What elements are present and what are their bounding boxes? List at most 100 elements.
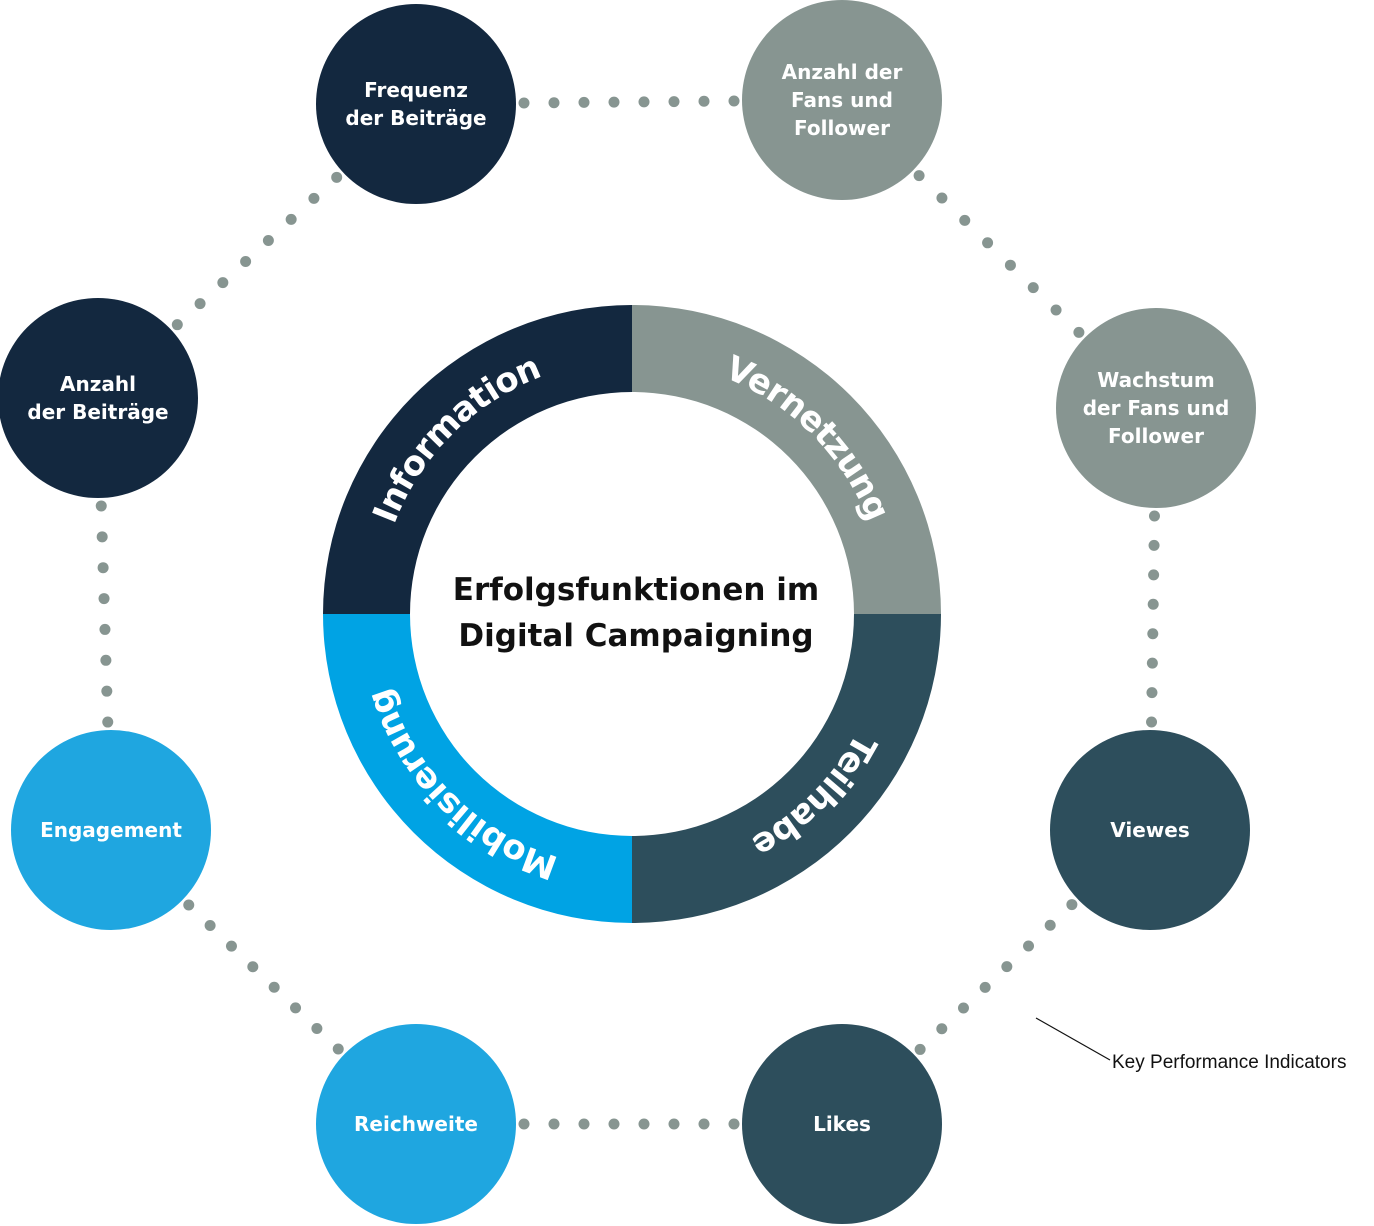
kpi-dotted-orbit	[95, 95, 1160, 1130]
orbit-dot	[668, 96, 680, 108]
orbit-dot	[240, 256, 252, 268]
kpi-label: Follower	[794, 116, 890, 140]
orbit-dot	[183, 899, 195, 911]
orbit-dot	[99, 623, 111, 635]
orbit-dot	[285, 213, 297, 225]
kpi-label: Wachstum	[1097, 368, 1214, 392]
orbit-dot	[1023, 940, 1035, 952]
orbit-dot	[268, 981, 280, 993]
orbit-dot	[518, 97, 530, 109]
ring-segment-teilhabe	[632, 614, 941, 923]
orbit-dot	[1148, 510, 1160, 522]
kpi-label: der Fans und	[1083, 396, 1230, 420]
annotation-leader-line	[1035, 1017, 1111, 1061]
ring-segment-information	[323, 305, 632, 614]
orbit-dot	[100, 654, 112, 666]
annotation-label: Key Performance Indicators	[1112, 1052, 1346, 1073]
orbit-dot	[982, 237, 994, 249]
orbit-dot	[548, 97, 560, 109]
orbit-dot	[98, 593, 110, 605]
orbit-dot	[518, 1118, 530, 1130]
orbit-dot	[96, 531, 108, 543]
orbit-dot	[217, 277, 229, 289]
orbit-dot	[957, 1002, 969, 1014]
orbit-dot	[1066, 899, 1078, 911]
kpi-label: der Beiträge	[27, 400, 168, 424]
orbit-dot	[102, 716, 114, 728]
orbit-dot	[1050, 304, 1062, 316]
orbit-dot	[95, 500, 107, 512]
orbit-dot	[332, 1043, 344, 1055]
kpi-label: Fans und	[791, 88, 893, 112]
orbit-dot	[1148, 539, 1160, 551]
orbit-dot	[728, 95, 740, 107]
kpi-node: Anzahl der Beiträge	[0, 298, 198, 498]
orbit-dot	[578, 96, 590, 108]
orbit-dot	[608, 96, 620, 108]
kpi-circle	[1056, 308, 1256, 508]
kpi-label: Follower	[1108, 424, 1204, 448]
center-title-line-2: Digital Campaigning	[458, 618, 813, 654]
orbit-dot	[728, 1118, 740, 1130]
kpi-node: Reichweite	[316, 1024, 516, 1224]
kpi-circle	[11, 730, 211, 930]
orbit-dot	[1146, 716, 1158, 728]
kpi-label: Anzahl	[60, 372, 136, 396]
orbit-dot	[638, 1118, 650, 1130]
center-title-line-1: Erfolgsfunktionen im	[453, 572, 819, 608]
ring-segment-mobilisierung	[323, 614, 632, 923]
orbit-dot	[308, 192, 320, 204]
orbit-dot	[1146, 687, 1158, 699]
orbit-dot	[194, 298, 206, 310]
kpi-label: der Beiträge	[345, 106, 486, 130]
kpi-label: Frequenz	[364, 78, 468, 102]
kpi-node: Engagement	[11, 730, 211, 930]
kpi-label: Likes	[813, 1112, 871, 1136]
kpi-node: Viewes	[1050, 730, 1250, 930]
orbit-dot	[311, 1022, 323, 1034]
orbit-dot	[331, 171, 343, 183]
kpi-label: Viewes	[1110, 818, 1190, 842]
orbit-dot	[1146, 657, 1158, 669]
orbit-dot	[1044, 919, 1056, 931]
orbit-dot	[1073, 326, 1085, 338]
orbit-dot	[608, 1118, 620, 1130]
orbit-dot	[204, 920, 216, 932]
orbit-dot	[668, 1118, 680, 1130]
kpi-circle	[742, 0, 942, 200]
orbit-dot	[638, 96, 650, 108]
orbit-dot	[959, 214, 971, 226]
orbit-dot	[1148, 569, 1160, 581]
orbit-dot	[101, 685, 113, 697]
kpi-label: Engagement	[40, 818, 182, 842]
orbit-dot	[97, 562, 109, 574]
kpi-circle	[0, 298, 198, 498]
orbit-dot	[936, 192, 948, 204]
kpi-circle	[1050, 730, 1250, 930]
orbit-dot	[914, 1043, 926, 1055]
orbit-dot	[262, 234, 274, 246]
orbit-dot	[290, 1002, 302, 1014]
orbit-dot	[247, 961, 259, 973]
orbit-dot	[225, 940, 237, 952]
kpi-node: Likes	[742, 1024, 942, 1224]
orbit-dot	[171, 319, 183, 331]
kpi-node: Frequenz der Beiträge	[316, 4, 516, 204]
ring-segment-vernetzung	[632, 305, 941, 614]
orbit-dot	[1004, 259, 1016, 271]
orbit-dot	[1027, 282, 1039, 294]
orbit-dot	[913, 170, 925, 182]
kpi-label: Reichweite	[354, 1112, 478, 1136]
orbit-dot	[698, 1118, 710, 1130]
kpi-circle	[742, 1024, 942, 1224]
orbit-dot	[548, 1118, 560, 1130]
orbit-dot	[1147, 628, 1159, 640]
orbit-dot	[979, 981, 991, 993]
kpi-label: Anzahl der	[782, 60, 903, 84]
orbit-dot	[936, 1023, 948, 1035]
